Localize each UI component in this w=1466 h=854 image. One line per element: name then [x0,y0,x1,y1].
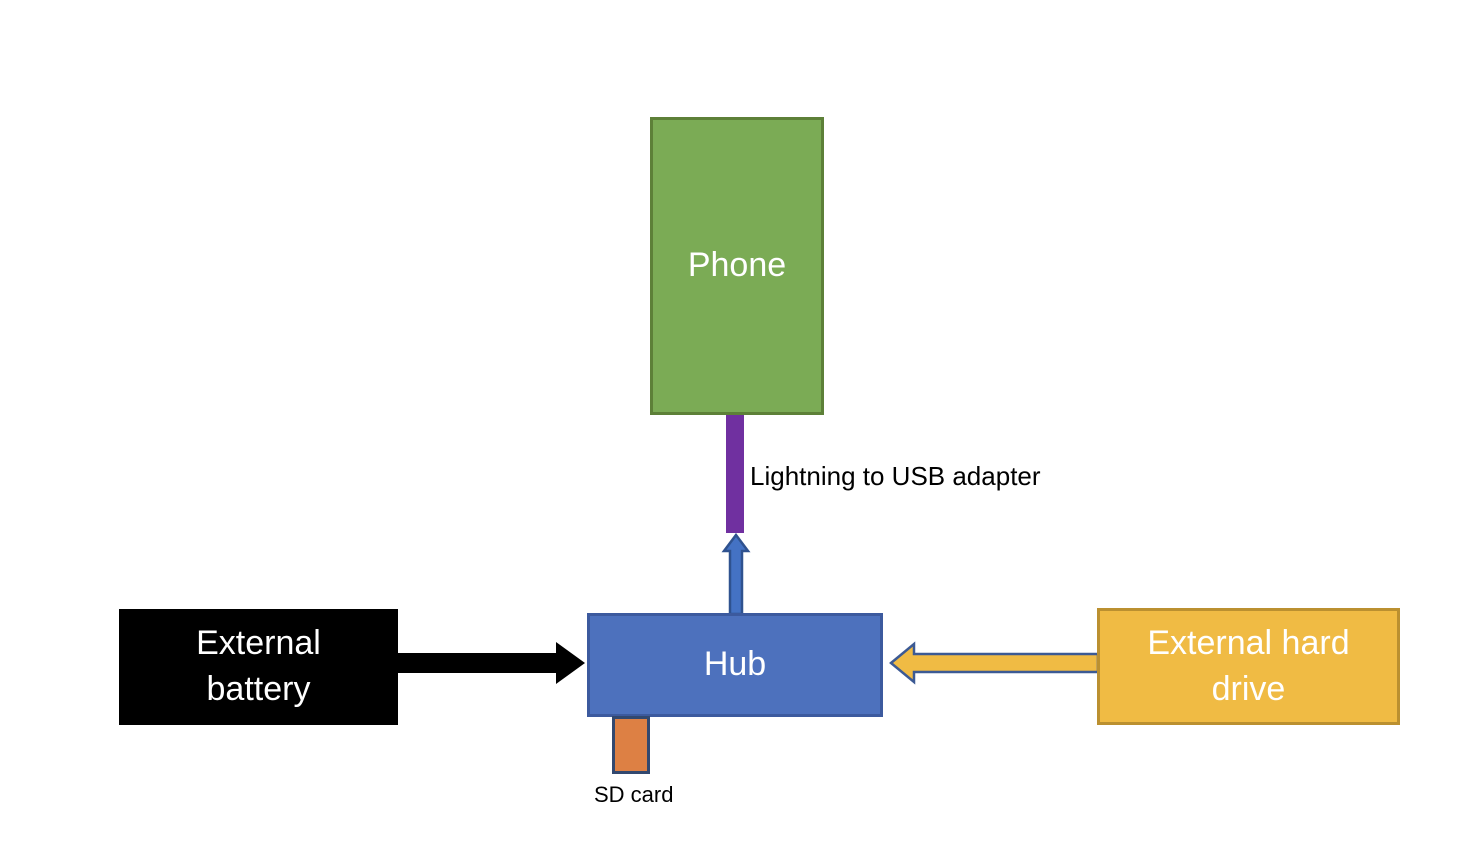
arrow-harddrive-to-hub-icon [889,641,1100,685]
node-phone-label: Phone [687,246,787,285]
node-phone: Phone [650,117,824,415]
arrow-hub-to-phone-icon [721,532,751,616]
node-hub: Hub [587,613,883,717]
node-hub-label: Hub [703,645,767,684]
node-external-battery: External battery [119,609,398,725]
sd-card-shape [612,716,650,774]
lightning-adapter-shape [726,415,744,533]
node-external-hard-drive-label: External hard drive [1147,623,1350,708]
sd-card-label: SD card [594,782,674,807]
arrow-battery-to-hub-icon [396,642,585,684]
node-external-hard-drive: External hard drive [1097,608,1400,725]
lightning-adapter-label: Lightning to USB adapter [750,461,1041,491]
node-external-battery-label: External battery [196,624,321,708]
